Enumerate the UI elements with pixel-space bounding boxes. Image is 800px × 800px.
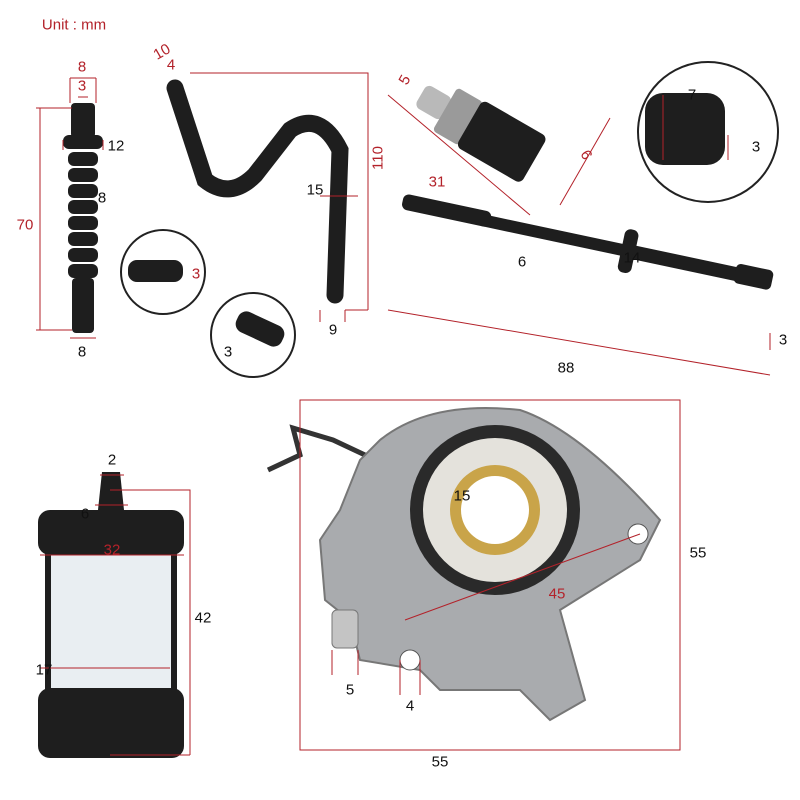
pickup-pipe: [402, 194, 774, 290]
detail-2-inner: 3: [223, 343, 233, 361]
oil-pump: [266, 407, 662, 722]
filter-nozzle-outer: 6: [80, 505, 90, 523]
pump-hole: 4: [405, 697, 415, 715]
dimension-lines: [36, 72, 771, 756]
pump-hole-spacing: 45: [548, 585, 566, 603]
fuel-filter: [38, 472, 184, 758]
detail-3-outer: 7: [687, 86, 697, 104]
straight-hose-length: 70: [16, 216, 34, 234]
s-hose: [166, 79, 349, 304]
pump-nipple: 5: [345, 681, 355, 699]
straight-hose-top-inner: 3: [77, 77, 87, 95]
s-hose-bottom: 9: [328, 321, 338, 339]
straight-hose-collar: 12: [107, 137, 125, 155]
s-hose-height: 110: [369, 146, 387, 170]
pipe-flange: 14: [623, 249, 641, 267]
pipe-end: 3: [778, 331, 788, 349]
detail-1-inner: 3: [191, 265, 201, 283]
fuel-strainer: [416, 85, 546, 182]
unit-label: Unit : mm: [41, 16, 107, 34]
detail-3-inner: 3: [751, 138, 761, 156]
pump-height: 55: [689, 544, 707, 562]
straight-hose-top-outer: 8: [77, 58, 87, 76]
straight-hose: [63, 103, 103, 333]
pipe-diameter: 6: [517, 253, 527, 271]
straight-hose-body: 8: [97, 189, 107, 207]
pump-width: 55: [431, 753, 449, 771]
pump-bore: 15: [453, 487, 471, 505]
strainer-length: 31: [428, 173, 446, 191]
filter-body-diameter: 32: [103, 541, 121, 559]
filter-inner: 17: [35, 661, 53, 679]
pipe-length: 88: [557, 359, 575, 377]
s-hose-lower-collar: 15: [306, 181, 324, 199]
s-hose-end-inner: 4: [166, 56, 176, 74]
filter-height: 42: [194, 609, 212, 627]
filter-nozzle-inner: 2: [107, 451, 117, 469]
hose-ribs: [68, 152, 98, 278]
straight-hose-bottom: 8: [77, 343, 87, 361]
